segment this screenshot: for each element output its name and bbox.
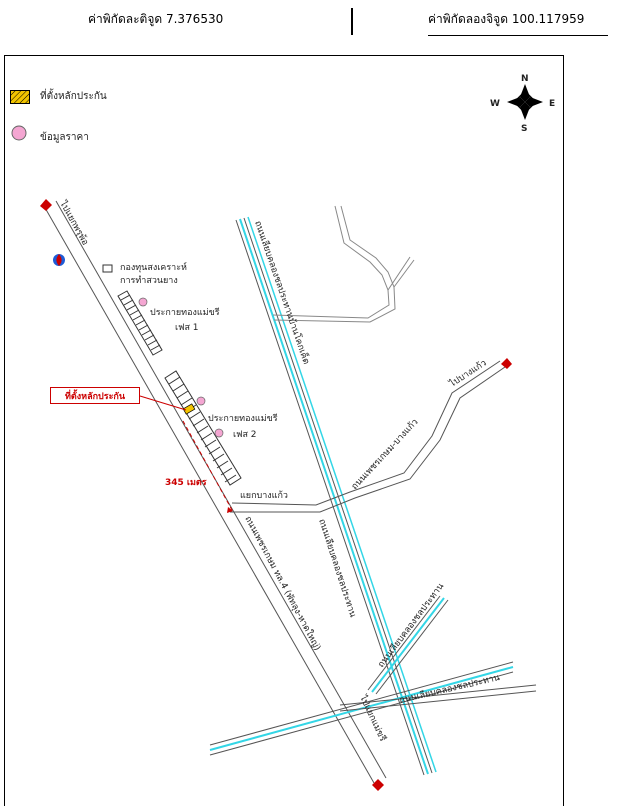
rubber-fund-building-icon (102, 264, 113, 273)
label-to-bangkaew: ไปบางแก้ว (447, 358, 489, 390)
header-underline (428, 35, 608, 36)
canal-road-southeast (209, 661, 537, 756)
canal-road-north-south (235, 216, 437, 776)
distance-arrow-icon (227, 507, 233, 513)
compass-icon: N S W E (490, 74, 555, 134)
fuel-station-icon (53, 254, 65, 266)
latitude-text: ค่าพิกัดละติจูด 7.376530 (88, 12, 224, 26)
price-circle-icon (11, 125, 27, 140)
legend-price-label: ข้อมูลราคา (40, 132, 89, 143)
label-phase-2: เฟส 2 (233, 430, 257, 440)
collateral-location-marker (182, 403, 196, 415)
label-rubber-fund: กองทุนสงเคราะห์ (120, 261, 187, 273)
legend-collateral-label: ที่ตั้งหลักประกัน (40, 91, 107, 102)
village-block-phase1 (117, 290, 163, 356)
label-bangkaew-junction: แยกบางแก้ว (240, 490, 288, 501)
distance-dashed-line (182, 420, 233, 511)
price-point-3 (214, 428, 224, 438)
label-highway-4: ถนนเพชรเกษม ทล.4 (พัทลุง-หาดใหญ่) (242, 514, 322, 652)
collateral-callout-label: ที่ตั้งหลักประกัน (64, 391, 126, 402)
collateral-callout-box: ที่ตั้งหลักประกัน (50, 387, 140, 404)
label-road-phetkasem-bangkaew: ถนนเพชรเกษม-บางแก้ว (349, 417, 420, 492)
village-block-phase2 (164, 370, 242, 486)
longitude-text: ค่าพิกัดลองจิจูด 100.117959 (428, 12, 585, 26)
minor-road-north (272, 205, 415, 323)
road-end-marker-s (372, 779, 384, 791)
compass-s: S (521, 124, 527, 134)
header-divider (351, 8, 353, 35)
collateral-hatch-icon (10, 89, 30, 104)
canal-road-northeast (367, 595, 449, 695)
legend-price: ข้อมูลราคา (10, 120, 89, 145)
road-end-marker-nw (40, 199, 52, 211)
label-village-2: ประกายทองแม่ขรี (208, 413, 278, 424)
road-end-marker-ne (501, 358, 512, 369)
label-road-canal-mid: ถนนเลียบคลองชลประทาน (316, 518, 358, 619)
label-rubber-fund-2: การทำสวนยาง (120, 275, 178, 286)
compass-w: W (490, 99, 500, 109)
compass-n: N (521, 74, 529, 84)
legend-collateral: ที่ตั้งหลักประกัน (10, 89, 107, 104)
callout-connector (139, 395, 187, 411)
label-to-phatthalung: ไปแยกพรุพ้อ (57, 198, 91, 247)
coordinates-header: ค่าพิกัดละติจูด 7.376530 ค่าพิกัดลองจิจู… (0, 0, 631, 40)
label-phase-1: เฟส 1 (175, 323, 199, 333)
price-point-2 (196, 396, 206, 406)
compass-e: E (549, 99, 555, 109)
price-point-1 (138, 297, 148, 307)
label-village-1: ประกายทองแม่ขรี (150, 307, 220, 318)
label-distance: 345 เมตร (165, 478, 207, 488)
road-phetkasem-bangkaew (230, 360, 506, 513)
map-frame (4, 55, 564, 806)
highway-4-road (43, 200, 387, 784)
